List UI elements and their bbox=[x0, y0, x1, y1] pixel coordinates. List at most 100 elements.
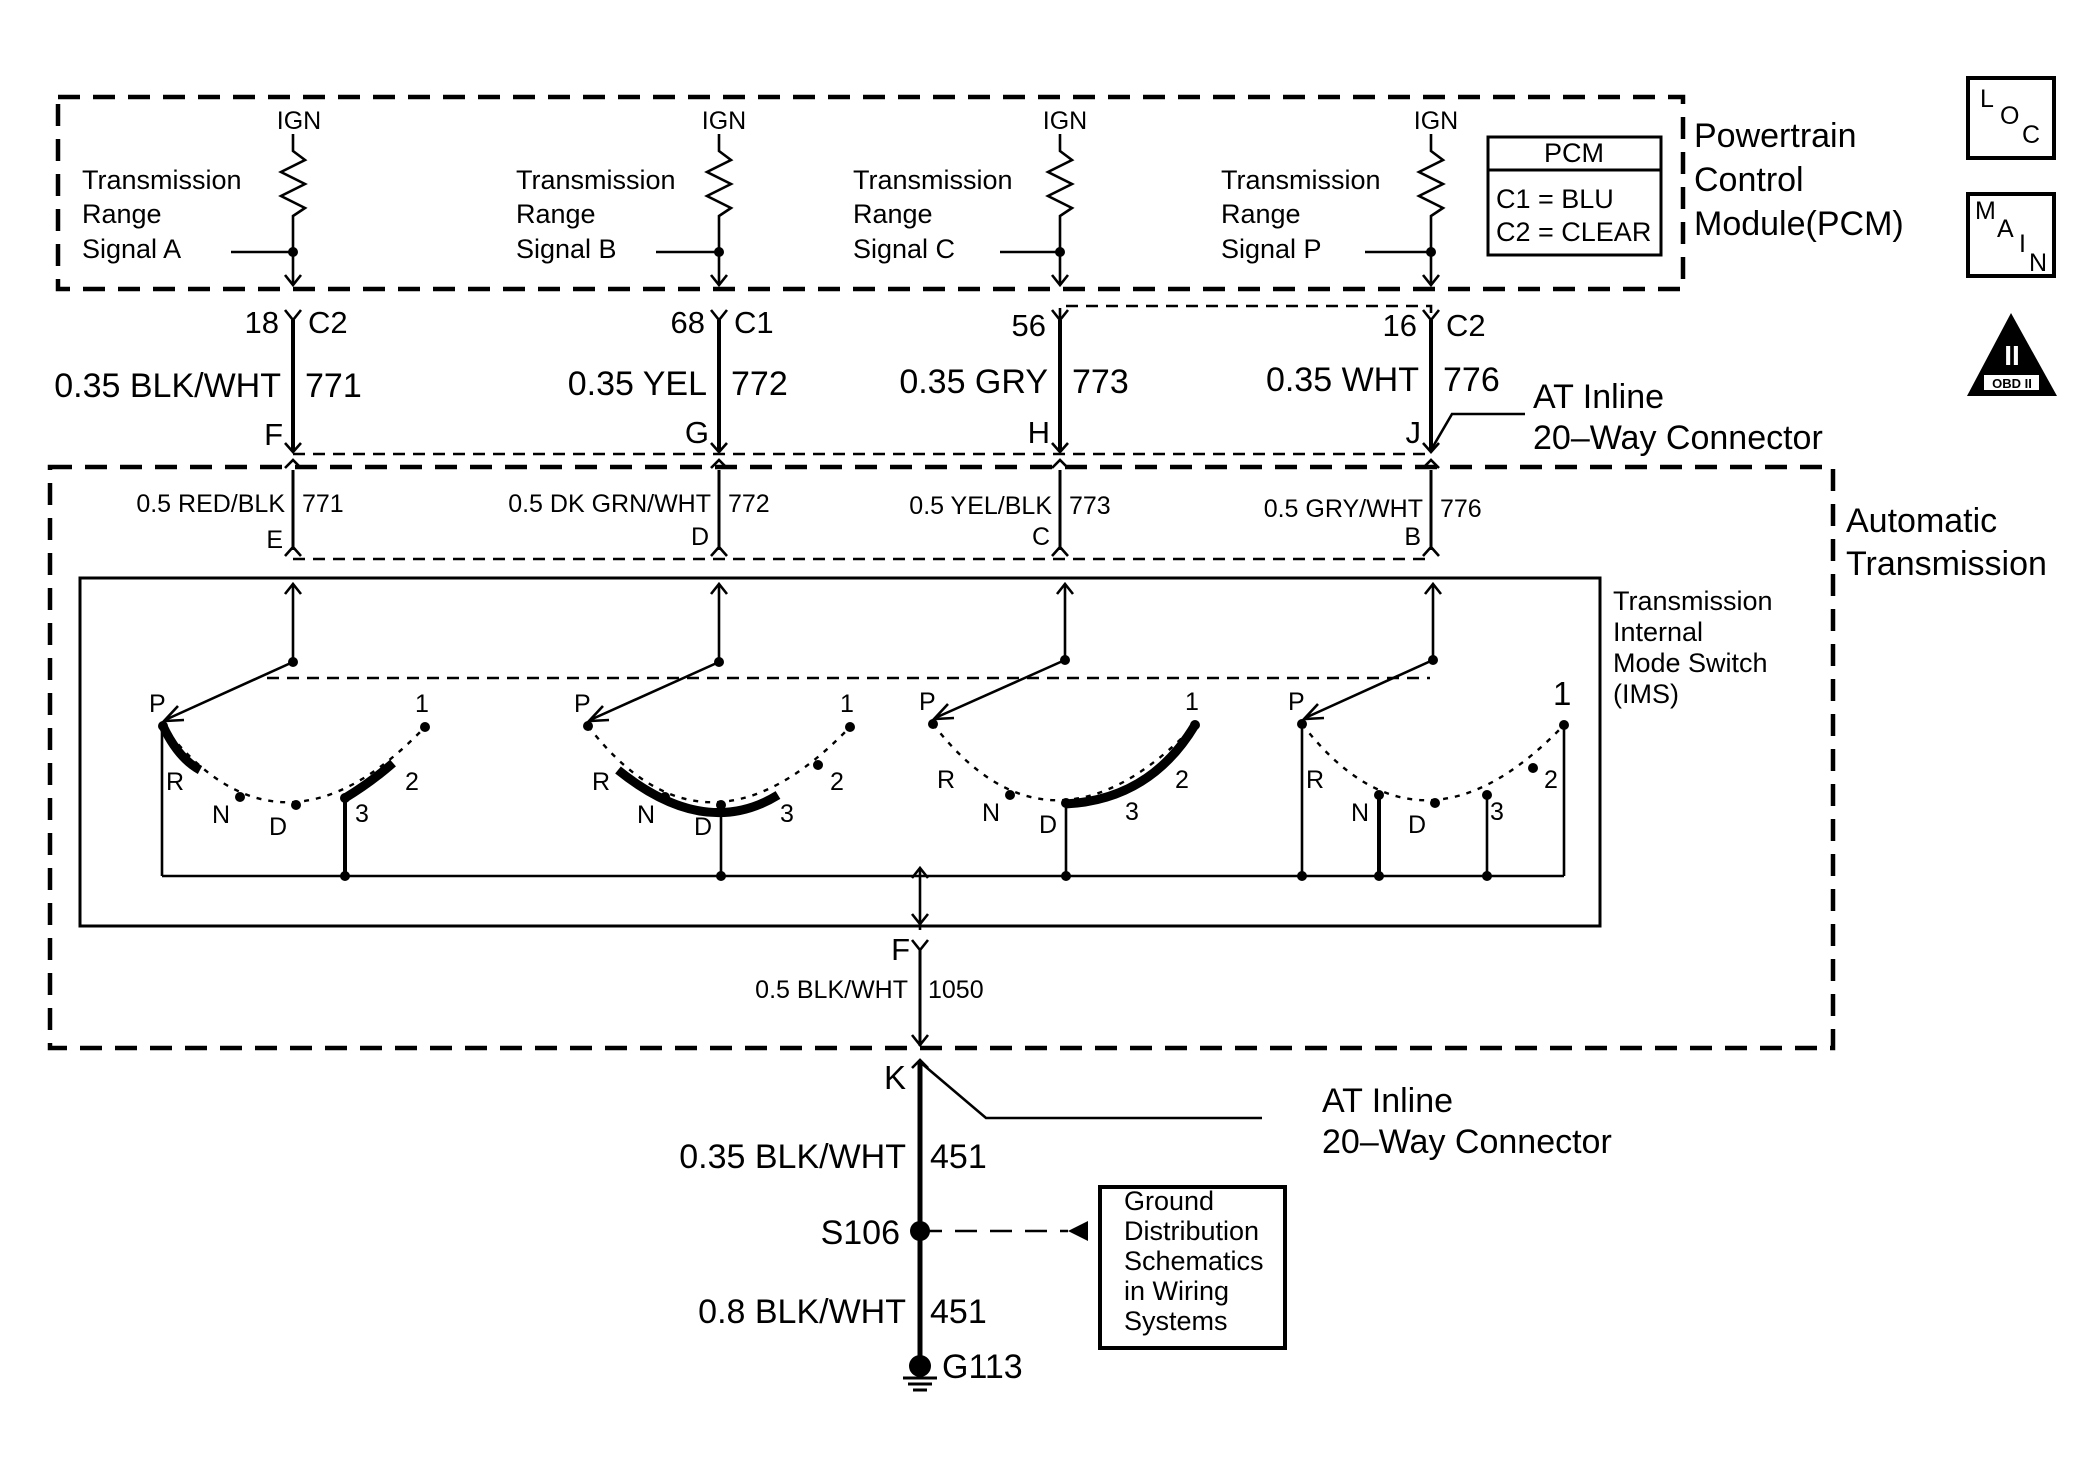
pcm-legend-title: PCM bbox=[1544, 138, 1604, 168]
circuit-773-lower: 773 bbox=[1069, 492, 1111, 520]
ims-bus-dots bbox=[340, 871, 1492, 881]
inline-connector-top-line-2: 20–Way Connector bbox=[1533, 419, 1823, 457]
ground-g113-label: G113 bbox=[942, 1348, 1023, 1386]
wire-771-upper: 0.35 BLK/WHT bbox=[54, 367, 281, 405]
pos-2: 2 bbox=[830, 768, 844, 796]
pos-3: 3 bbox=[780, 800, 794, 828]
pos-d: D bbox=[1039, 811, 1057, 839]
ims-title-line-1: Transmission bbox=[1613, 586, 1773, 616]
ground-dist-line-5: Systems bbox=[1124, 1306, 1228, 1336]
pos-d: D bbox=[269, 813, 287, 841]
pcm-legend-c1: C1 = BLU bbox=[1496, 184, 1614, 214]
pos-1: 1 bbox=[1185, 688, 1199, 716]
pin-d: D bbox=[691, 523, 709, 551]
signal-b-line-1: Transmission bbox=[516, 165, 676, 195]
pos-p: P bbox=[149, 690, 166, 718]
signal-a-line-1: Transmission bbox=[82, 165, 242, 195]
pin-c: C bbox=[1032, 523, 1050, 551]
pcm-legend-c2: C2 = CLEAR bbox=[1496, 217, 1651, 247]
inline-pin-k: K bbox=[884, 1059, 906, 1096]
wire-451-lower: 0.8 BLK/WHT bbox=[698, 1293, 906, 1331]
ground-pin-f: F bbox=[891, 932, 910, 967]
svg-text:II: II bbox=[2004, 340, 2020, 371]
ground-dist-line-2: Distribution bbox=[1124, 1216, 1259, 1246]
ims-title-line-4: (IMS) bbox=[1613, 679, 1679, 709]
ims-title-line-2: Internal bbox=[1613, 617, 1703, 647]
upper-wires bbox=[291, 320, 1433, 450]
at-title-line-2: Transmission bbox=[1846, 545, 2047, 583]
svg-text:O: O bbox=[2000, 102, 2019, 130]
pos-3: 3 bbox=[1490, 798, 1504, 826]
pos-d: D bbox=[1408, 811, 1426, 839]
svg-text:N: N bbox=[2029, 249, 2047, 277]
pcm-connector-legend: PCM C1 = BLU C2 = CLEAR bbox=[1486, 135, 1663, 257]
wire-773-lower: 0.5 YEL/BLK bbox=[909, 492, 1052, 520]
inline-pin-g: G bbox=[685, 415, 709, 450]
ims-switch: Transmission Internal Mode Switch (IMS) bbox=[78, 576, 1773, 928]
inline-pin-f: F bbox=[264, 417, 283, 452]
svg-text:OBD II: OBD II bbox=[1992, 376, 2032, 391]
circuit-1050: 1050 bbox=[928, 976, 984, 1004]
pin-18: 18 bbox=[245, 305, 279, 340]
svg-text:I: I bbox=[2019, 230, 2026, 258]
pos-p: P bbox=[1288, 688, 1305, 716]
ground-distribution-box: Ground Distribution Schematics in Wiring… bbox=[1098, 1185, 1287, 1350]
automatic-transmission: Automatic Transmission bbox=[47, 464, 2047, 1051]
ims-switch-d bbox=[1301, 723, 1565, 802]
svg-text:C: C bbox=[2022, 121, 2040, 149]
pcm-signal-c: IGN Transmission Range Signal C bbox=[853, 107, 1087, 288]
inline-pin-j: J bbox=[1406, 415, 1422, 450]
signal-p-line-2: Range bbox=[1221, 199, 1301, 229]
pos-1: 1 bbox=[840, 690, 854, 718]
conn-c1-b: C1 bbox=[734, 305, 774, 340]
signal-a-line-2: Range bbox=[82, 199, 162, 229]
pos-r: R bbox=[166, 768, 184, 796]
wire-773-upper: 0.35 GRY bbox=[899, 363, 1048, 401]
ims-position-labels: P R N D 3 2 1 P R N D 3 2 1 P R N D 3 2 … bbox=[149, 675, 1571, 841]
pos-1: 1 bbox=[1553, 675, 1571, 712]
ims-title-line-3: Mode Switch bbox=[1613, 648, 1768, 678]
pos-r: R bbox=[592, 768, 610, 796]
wire-451-upper: 0.35 BLK/WHT bbox=[679, 1138, 906, 1176]
svg-text:A: A bbox=[1997, 215, 2014, 243]
inline-connector-bottom-line-2: 20–Way Connector bbox=[1322, 1123, 1612, 1161]
pcm-signal-a: IGN Transmission Range Signal A bbox=[82, 107, 321, 288]
at-title-line-1: Automatic bbox=[1846, 502, 1997, 540]
signal-p-line-3: Signal P bbox=[1221, 234, 1322, 264]
ign-label: IGN bbox=[702, 107, 746, 135]
pos-2: 2 bbox=[1175, 766, 1189, 794]
circuit-771-lower: 771 bbox=[302, 490, 344, 518]
inline-connector-bottom-line-1: AT Inline bbox=[1322, 1082, 1453, 1120]
pos-d: D bbox=[694, 813, 712, 841]
ign-label: IGN bbox=[277, 107, 321, 135]
lower-wires bbox=[284, 470, 1440, 561]
ims-contacts bbox=[160, 581, 1443, 723]
pos-n: N bbox=[212, 801, 230, 829]
signal-c-line-3: Signal C bbox=[853, 234, 955, 264]
ims-contact-dots bbox=[288, 655, 1438, 667]
wire-776-lower: 0.5 GRY/WHT bbox=[1264, 495, 1423, 523]
wire-772-lower: 0.5 DK GRN/WHT bbox=[508, 490, 711, 518]
wire-771-lower: 0.5 RED/BLK bbox=[136, 490, 285, 518]
pos-r: R bbox=[937, 766, 955, 794]
pcm-connector-pins bbox=[283, 304, 1441, 323]
ground-symbol-g113 bbox=[903, 1355, 937, 1392]
pin-68: 68 bbox=[671, 305, 705, 340]
pcm-title-line-3: Module(PCM) bbox=[1694, 205, 1904, 243]
circuit-776-lower: 776 bbox=[1440, 495, 1482, 523]
pos-n: N bbox=[637, 801, 655, 829]
ims-ground-bus bbox=[160, 724, 1566, 930]
signal-c-line-1: Transmission bbox=[853, 165, 1013, 195]
circuit-772-lower: 772 bbox=[728, 490, 770, 518]
loc-icon: L O C bbox=[1966, 76, 2056, 160]
splice-s106-label: S106 bbox=[821, 1214, 900, 1252]
ign-label: IGN bbox=[1043, 107, 1087, 135]
wire-772-upper: 0.35 YEL bbox=[568, 365, 707, 403]
svg-text:M: M bbox=[1975, 197, 1996, 225]
pin-56: 56 bbox=[1012, 308, 1046, 343]
circuit-773-upper: 773 bbox=[1072, 363, 1129, 401]
pos-r: R bbox=[1306, 766, 1324, 794]
pcm-module: Powertrain Control Module(PCM) PCM C1 = … bbox=[55, 94, 1904, 292]
circuit-772-upper: 772 bbox=[731, 365, 788, 403]
